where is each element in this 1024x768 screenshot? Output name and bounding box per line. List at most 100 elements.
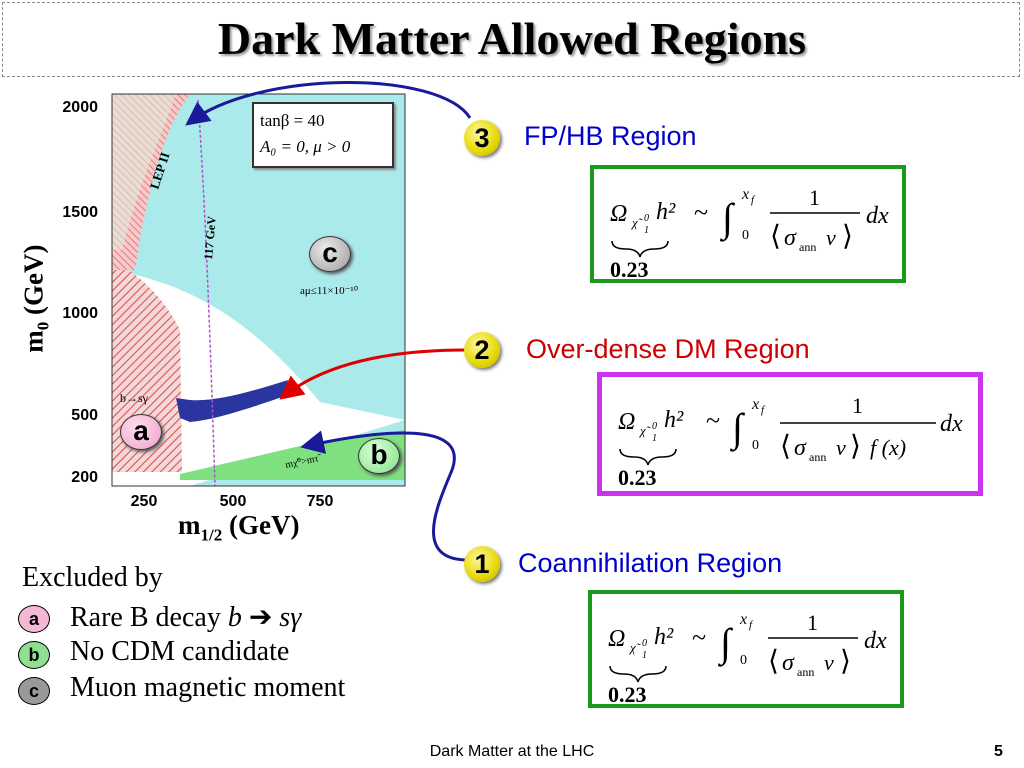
svg-text:dx: dx — [940, 411, 963, 437]
white-region — [112, 270, 405, 486]
svg-text:0: 0 — [642, 638, 647, 649]
x-axis-label: m1/2 (GeV) — [178, 510, 300, 545]
svg-text:dx: dx — [866, 203, 889, 229]
svg-text:Ω: Ω — [608, 626, 625, 652]
xtick-750: 750 — [307, 493, 334, 510]
svg-text:∫: ∫ — [719, 195, 736, 242]
bsg-label: b→sγ — [120, 391, 149, 405]
excluded-heading: Excluded by — [22, 562, 163, 593]
svg-text:dx: dx — [864, 628, 887, 654]
region-c-badge: c — [309, 236, 351, 272]
ytick-2000: 2000 — [62, 99, 98, 116]
coannihilation-region-label: Coannihilation Region — [518, 548, 783, 578]
svg-text:x: x — [751, 396, 759, 413]
params-line-1: tanβ = 40 — [260, 111, 325, 130]
arrow-to-fp-region — [185, 81, 472, 126]
svg-text:0.23: 0.23 — [608, 682, 647, 704]
excluded-a-badge: a — [18, 605, 50, 633]
formula-box-fp: Ω χ̃ 0 1 h² ~ ∫ x f 0 1 ⟨ σ ann v ⟩ dx 0… — [590, 165, 906, 283]
higgs-mass-line — [197, 99, 216, 487]
arrow-to-overdense-region — [279, 348, 467, 400]
svg-text:x: x — [739, 611, 747, 628]
svg-text:χ̃: χ̃ — [628, 640, 642, 655]
svg-text:⟩: ⟩ — [850, 431, 861, 462]
arrow-to-coannihilation-region — [300, 430, 469, 562]
svg-text:ann: ann — [809, 450, 826, 464]
svg-text:f (x): f (x) — [870, 435, 906, 460]
svg-text:~: ~ — [706, 406, 720, 435]
svg-text:0.23: 0.23 — [610, 257, 649, 279]
region-3-badge: 3 — [464, 120, 500, 156]
fp-hb-region-label: FP/HB Region — [524, 121, 697, 151]
svg-text:~: ~ — [694, 198, 708, 227]
xtick-250: 250 — [131, 493, 158, 510]
svg-text:1: 1 — [852, 393, 863, 418]
formula-box-overdense: Ω χ̃ 0 1 h² ~ ∫ x f 0 1 ⟨ σ ann v ⟩ f (x… — [597, 372, 983, 496]
title-frame — [2, 2, 1020, 77]
svg-text:∫: ∫ — [729, 405, 746, 452]
svg-text:1: 1 — [807, 610, 818, 635]
ytick-1500: 1500 — [62, 204, 98, 221]
excluded-b-badge: b — [18, 641, 50, 669]
svg-text:σ: σ — [784, 225, 797, 251]
svg-text:⟨: ⟨ — [780, 431, 791, 462]
svg-text:1: 1 — [644, 225, 649, 236]
svg-text:σ: σ — [782, 650, 795, 676]
excluded-item-rare-b-decay: Rare B decay b ➔ sγ — [70, 602, 302, 633]
svg-text:0: 0 — [644, 213, 649, 224]
svg-text:⟩: ⟩ — [840, 646, 851, 677]
svg-text:~: ~ — [692, 623, 706, 652]
svg-text:1: 1 — [809, 185, 820, 210]
svg-text:f: f — [751, 194, 756, 206]
svg-text:χ̃: χ̃ — [638, 423, 652, 438]
svg-text:ann: ann — [799, 240, 816, 254]
svg-text:h²: h² — [654, 624, 674, 650]
svg-text:⟨: ⟨ — [770, 221, 781, 252]
ytick-1000: 1000 — [62, 305, 98, 322]
page-number: 5 — [994, 743, 1003, 760]
xtick-500: 500 — [220, 493, 247, 510]
parameters-box: tanβ = 40 A₀ = 0, μ > 0 — [252, 102, 394, 168]
svg-text:0: 0 — [652, 421, 657, 432]
footer-text: Dark Matter at the LHC — [429, 743, 595, 760]
svg-text:Ω: Ω — [618, 409, 635, 435]
region-2-badge: 2 — [464, 332, 500, 368]
region-b-badge: b — [358, 438, 400, 474]
svg-text:∫: ∫ — [717, 620, 734, 667]
svg-text:v: v — [836, 435, 846, 460]
svg-text:v: v — [824, 650, 834, 675]
amu-label: aμ≤11×10⁻¹⁰ — [300, 285, 359, 297]
stau-lsp-region — [180, 430, 405, 480]
svg-text:χ̃: χ̃ — [630, 215, 644, 230]
overdense-band — [176, 380, 288, 422]
svg-text:ann: ann — [797, 665, 814, 679]
excluded-c-badge: c — [18, 677, 50, 705]
svg-text:0: 0 — [752, 438, 759, 453]
region-1-badge: 1 — [464, 546, 500, 582]
ytick-200: 200 — [71, 469, 98, 486]
svg-text:σ: σ — [794, 435, 807, 461]
svg-text:0: 0 — [742, 228, 749, 243]
higgs-label: 117 GeV — [201, 215, 219, 260]
svg-text:0: 0 — [740, 653, 747, 668]
params-line-2: A₀ = 0, μ > 0 — [260, 137, 351, 156]
svg-text:⟩: ⟩ — [842, 221, 853, 252]
svg-text:f: f — [749, 619, 754, 631]
excluded-item-muon-moment: Muon magnetic moment — [70, 672, 346, 703]
svg-text:1: 1 — [652, 433, 657, 444]
svg-text:x: x — [741, 186, 749, 203]
overdense-region-label: Over-dense DM Region — [526, 334, 810, 364]
svg-text:⟨: ⟨ — [768, 646, 779, 677]
excluded-item-no-cdm: No CDM candidate — [70, 636, 290, 667]
slide-title: Dark Matter Allowed Regions — [217, 13, 807, 64]
svg-text:f: f — [761, 404, 766, 416]
ytick-500: 500 — [71, 407, 98, 424]
svg-text:0.23: 0.23 — [618, 465, 657, 490]
svg-text:Ω: Ω — [610, 201, 627, 227]
svg-text:h²: h² — [656, 199, 676, 225]
formula-box-coannihilation: Ω χ̃ 0 1 h² ~ ∫ x f 0 1 ⟨ σ ann v ⟩ dx 0… — [588, 590, 904, 708]
svg-text:h²: h² — [664, 407, 684, 433]
svg-text:1: 1 — [642, 650, 647, 661]
region-a-badge: a — [120, 414, 162, 450]
